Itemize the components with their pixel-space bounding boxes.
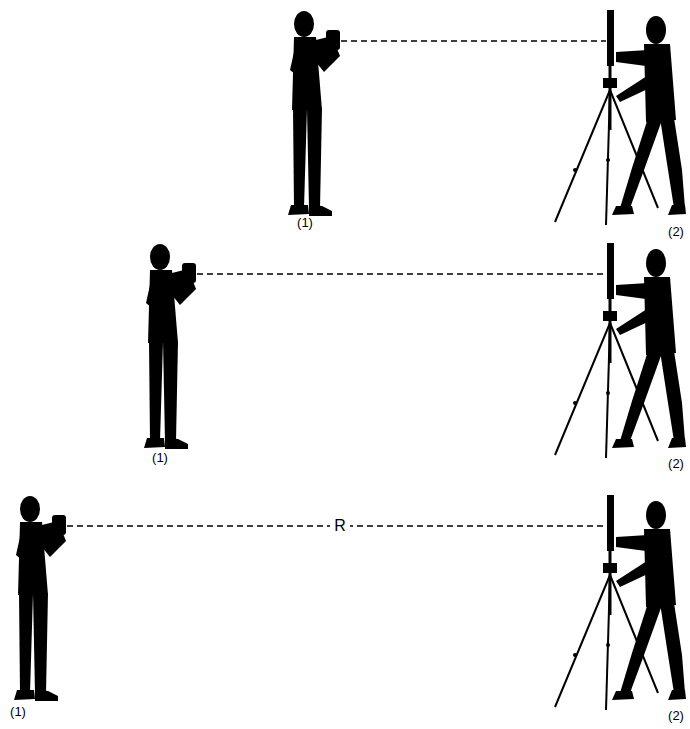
callout-number: (1) [10, 705, 26, 719]
photographer-figure [14, 496, 66, 701]
staff-holder-figure [555, 243, 686, 458]
photographer-figure [144, 244, 196, 449]
photographer-figure [288, 11, 340, 216]
callout-number: (2) [668, 457, 684, 471]
callout-number: (1) [297, 216, 313, 230]
sight-line [341, 40, 606, 42]
staff-holder-figure [555, 495, 686, 710]
sight-line [197, 273, 606, 275]
callout-number: (2) [668, 225, 684, 239]
callout-number: (2) [668, 709, 684, 723]
distance-label: R [330, 517, 350, 535]
staff-holder-figure [555, 10, 686, 225]
callout-number: (1) [152, 451, 168, 465]
